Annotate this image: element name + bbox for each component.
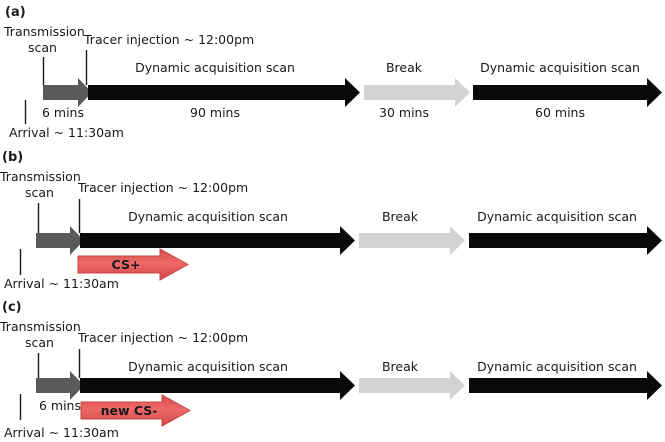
panel-a-segment-3-bottom-label: 60 mins	[535, 105, 585, 120]
panel-a-transmission-label-line1: Transmission	[3, 24, 85, 39]
panel-b-transmission-label-line2: scan	[25, 185, 54, 200]
panel-a: (a) Transmission scan Tracer injection ~…	[3, 5, 662, 140]
panel-a-segment-0-bottom-label: 6 mins	[42, 105, 84, 120]
panel-b-tracer-injection-label: Tracer injection ~ 12:00pm	[77, 180, 248, 195]
panel-c-new-cs-minus-arrow	[80, 394, 192, 427]
panel-b-dynamic-acquisition-scan-1-arrow	[80, 226, 355, 255]
panel-b-segment-1-top-label: Dynamic acquisition scan	[128, 209, 288, 224]
panel-a-segment-2-top-label: Break	[386, 60, 423, 75]
panel-b-segment-2-top-label: Break	[382, 209, 419, 224]
panel-c-new-cs-minus-label: new CS-	[101, 403, 158, 418]
panel-c-label: (c)	[2, 300, 22, 315]
panel-c-segment-1-top-label: Dynamic acquisition scan	[128, 359, 288, 374]
panel-c-dynamic-acquisition-scan-1-arrow	[80, 371, 355, 400]
panel-a-dynamic-acquisition-scan-2-arrow	[473, 78, 662, 107]
panel-b-break-arrow	[359, 226, 465, 255]
panel-c-transmission-scan-arrow	[36, 371, 84, 400]
panel-a-segment-1-top-label: Dynamic acquisition scan	[135, 60, 295, 75]
panel-b-segment-3-top-label: Dynamic acquisition scan	[477, 209, 637, 224]
panel-c-arrival-label: Arrival ~ 11:30am	[4, 425, 119, 440]
panel-b-label: (b)	[2, 150, 23, 165]
panel-b-cs-plus-label: CS+	[112, 257, 141, 272]
panel-c-segment-0-bottom-label: 6 mins	[39, 398, 81, 413]
panel-c-segment-3-top-label: Dynamic acquisition scan	[477, 359, 637, 374]
panel-b: (b) Transmission scan Tracer injection ~…	[0, 150, 662, 291]
panel-a-transmission-scan-arrow	[43, 78, 92, 107]
panel-a-arrival-label: Arrival ~ 11:30am	[9, 125, 124, 140]
panel-a-segment-2-bottom-label: 30 mins	[379, 105, 429, 120]
panel-c-transmission-label-line1: Transmission	[0, 319, 81, 334]
panel-c-dynamic-acquisition-scan-2-arrow	[469, 371, 662, 400]
panel-b-dynamic-acquisition-scan-2-arrow	[469, 226, 662, 255]
panel-b-arrival-label: Arrival ~ 11:30am	[4, 276, 119, 291]
panel-c-segment-2-top-label: Break	[382, 359, 419, 374]
panel-a-break-arrow	[364, 78, 470, 107]
panel-c-break-arrow	[359, 371, 465, 400]
panel-a-dynamic-acquisition-scan-1-arrow	[88, 78, 360, 107]
panel-c-transmission-label-line2: scan	[25, 335, 54, 350]
panel-c: (c) Transmission scan Tracer injection ~…	[0, 300, 662, 440]
panel-b-transmission-scan-arrow	[36, 226, 84, 255]
panel-a-transmission-label-line2: scan	[28, 40, 57, 55]
panel-a-segment-3-top-label: Dynamic acquisition scan	[480, 60, 640, 75]
panel-a-segment-1-bottom-label: 90 mins	[190, 105, 240, 120]
panel-a-label: (a)	[5, 5, 26, 20]
panel-b-cs-plus-arrow	[77, 248, 190, 281]
panel-b-transmission-label-line1: Transmission	[0, 169, 81, 184]
panel-c-tracer-injection-label: Tracer injection ~ 12:00pm	[77, 330, 248, 345]
panel-a-tracer-injection-label: Tracer injection ~ 12:00pm	[83, 32, 254, 47]
